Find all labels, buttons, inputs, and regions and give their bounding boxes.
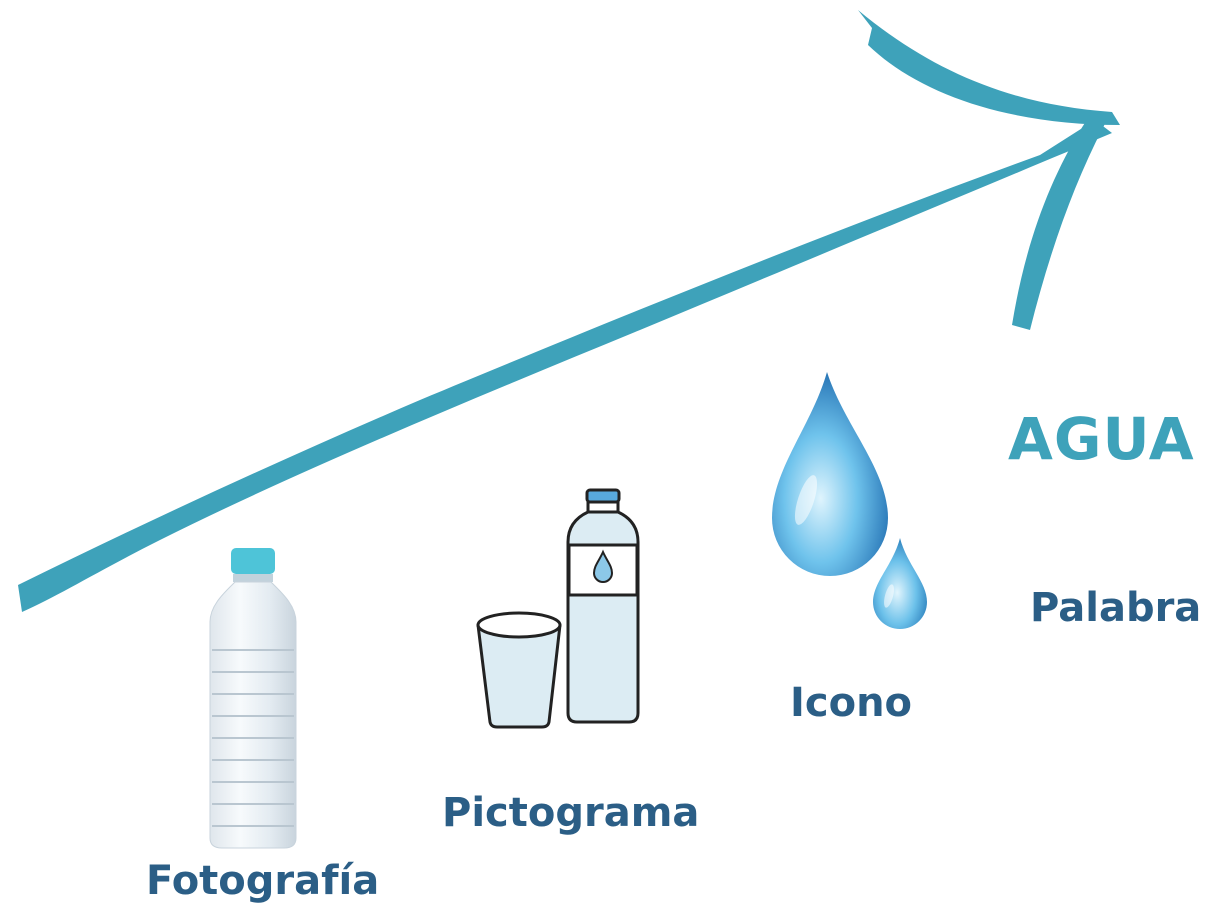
pictogram-glass-and-bottle-icon	[476, 488, 640, 729]
word-agua: AGUA	[1008, 405, 1195, 473]
arrow-shaft	[18, 120, 1112, 612]
stage-label-icono: Icono	[790, 680, 913, 726]
stage-label-fotografia: Fotografía	[146, 858, 380, 904]
stage-label-pictograma: Pictograma	[442, 790, 700, 836]
arrow-head-upper	[858, 10, 1120, 125]
progress-arrow	[18, 10, 1120, 612]
water-drops-icon	[772, 372, 927, 629]
photo-water-bottle-icon	[209, 548, 297, 849]
stage-label-palabra: Palabra	[1030, 585, 1202, 631]
arrow-head-lower	[1012, 115, 1108, 330]
